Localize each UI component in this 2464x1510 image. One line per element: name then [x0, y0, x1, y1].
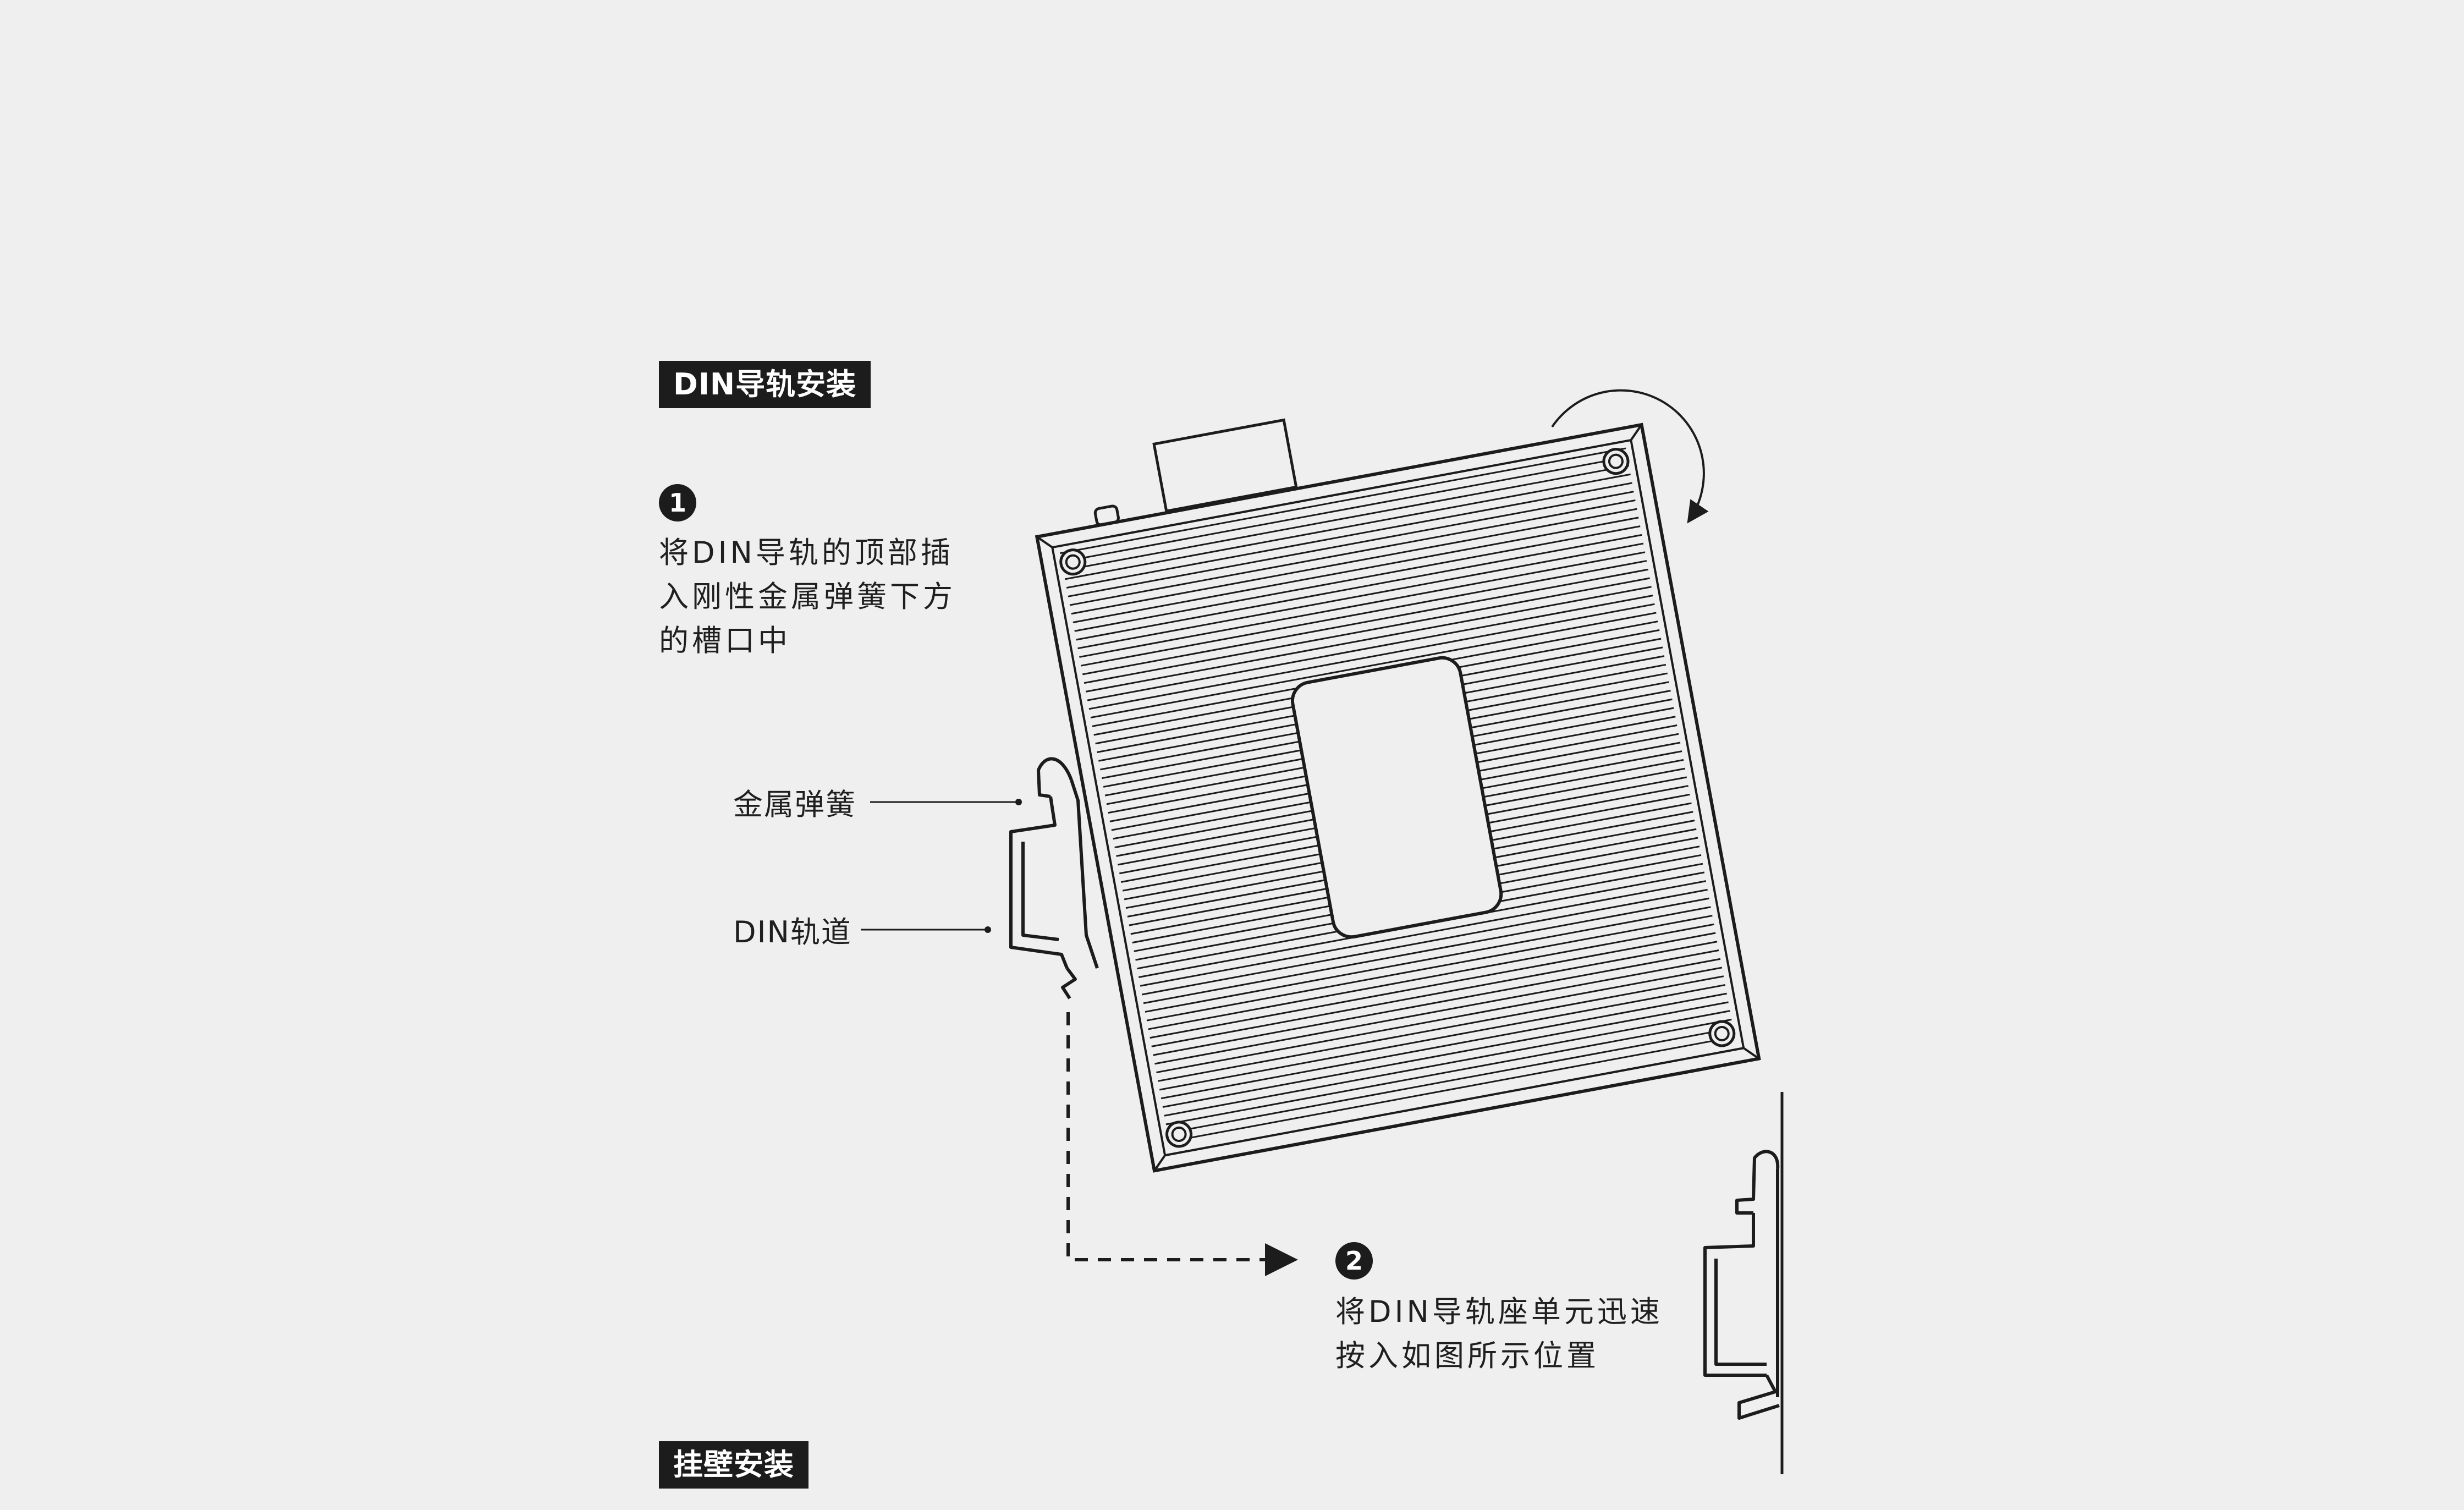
fin-line	[1069, 499, 1636, 606]
fin-line	[1159, 984, 1725, 1091]
fin-line	[1165, 1018, 1732, 1125]
fin-line	[1160, 992, 1727, 1100]
fin-line	[1145, 906, 1711, 1013]
step-2-badge: 2	[1335, 1242, 1373, 1280]
fin-line	[1167, 1027, 1734, 1134]
fin-line	[1158, 975, 1724, 1082]
device-tilted	[1035, 418, 1761, 1173]
fin-line	[1074, 525, 1641, 632]
section-title-wall-mount: 挂壁安装	[659, 1441, 809, 1489]
fin-line	[1081, 560, 1647, 667]
screw-icon	[1059, 548, 1087, 576]
screw-icon	[1602, 448, 1630, 475]
din-rail-clip-left	[1009, 757, 1099, 1000]
fin-line	[1164, 1010, 1730, 1117]
fin-line	[1087, 595, 1653, 701]
din-rail-bracket-mounted	[1703, 1150, 1780, 1420]
fin-line	[1072, 517, 1639, 623]
fin-line	[1148, 923, 1714, 1030]
fin-line	[1090, 612, 1657, 719]
screw-icon	[1708, 1020, 1736, 1047]
fin-line	[1077, 542, 1644, 650]
fin-line	[1071, 508, 1637, 615]
fin-line	[1141, 888, 1708, 996]
device-label-window	[1290, 656, 1503, 939]
fin-line	[1085, 586, 1652, 693]
fin-line	[1156, 967, 1723, 1074]
fin-line	[1150, 932, 1716, 1039]
fin-line	[1082, 568, 1649, 676]
fin-line	[1066, 482, 1632, 589]
fin-line	[1088, 603, 1655, 710]
fin-line	[1162, 1001, 1729, 1108]
screw-icon	[1165, 1121, 1193, 1148]
callout-metal-spring: 金属弹簧	[733, 787, 856, 822]
step-1-text: 将DIN导轨的顶部插 入刚性金属弹簧下方 的槽口中	[659, 535, 956, 658]
section-title-din-install: DIN导轨安装	[659, 361, 871, 409]
fin-line	[1154, 958, 1721, 1065]
fin-line	[1084, 577, 1650, 684]
fin-line	[1068, 491, 1634, 597]
fin-line	[1063, 465, 1630, 572]
fin-line	[1060, 447, 1626, 554]
fin-line	[1079, 551, 1646, 658]
fin-line	[1143, 897, 1709, 1004]
fin-line	[1064, 473, 1631, 580]
push-direction-arrow	[1066, 1012, 1298, 1276]
fin-line	[1076, 534, 1642, 641]
rotation-arrow-icon	[1551, 389, 1709, 524]
step-1-badge: 1	[659, 484, 696, 521]
step-2-text: 将DIN导轨座单元迅速 按入如图所示位置	[1335, 1294, 1663, 1373]
fin-line	[1146, 915, 1713, 1022]
fin-line	[1153, 949, 1719, 1056]
callout-din-rail: DIN轨道	[733, 915, 852, 949]
fin-line	[1062, 456, 1628, 563]
fin-line	[1151, 941, 1718, 1047]
fin-line	[1169, 1036, 1735, 1143]
fin-line	[1140, 880, 1707, 987]
